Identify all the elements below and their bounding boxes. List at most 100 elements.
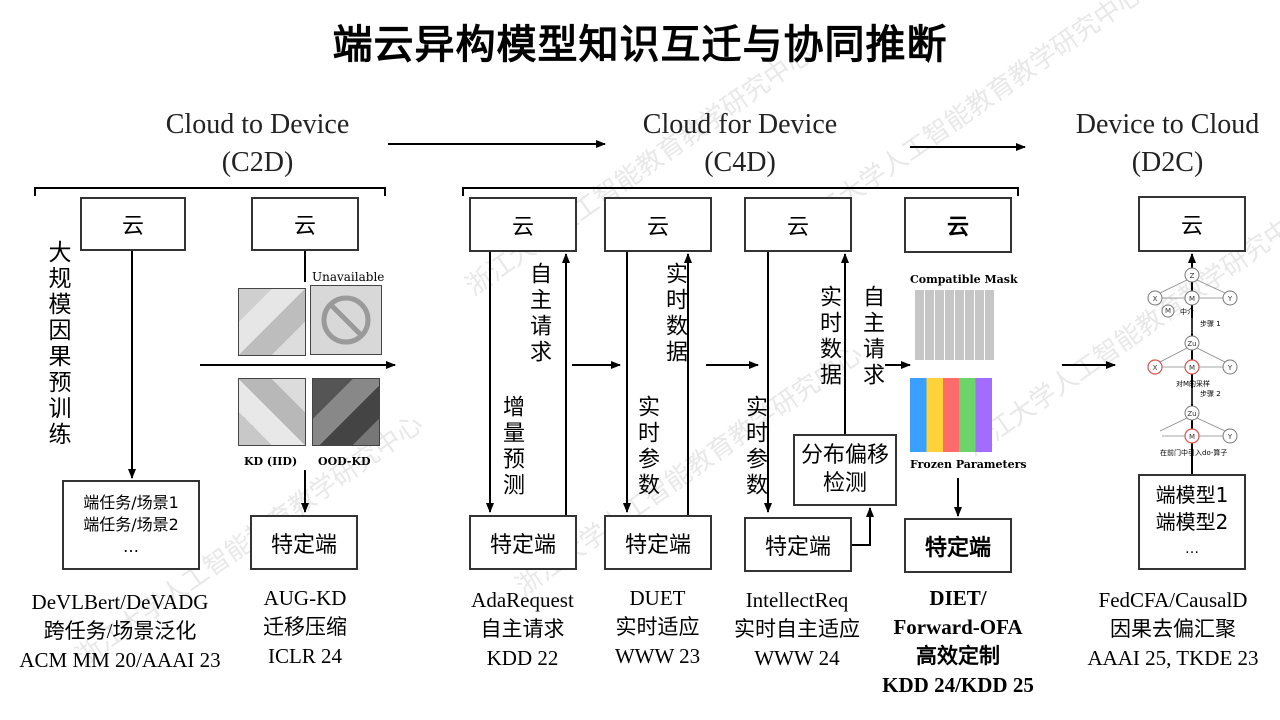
svg-text:Z: Z (1190, 272, 1195, 280)
device-model-2: 端模型2 (1155, 509, 1229, 534)
causal-formula-label: 在前门中引入do-算子 (1160, 449, 1228, 457)
duet-realtime-data: 实时数据 (662, 262, 687, 366)
svg-text:Zu: Zu (1187, 340, 1196, 348)
device-box-augkd: 特定端 (250, 515, 358, 570)
ood-images (312, 378, 380, 446)
device-box-duet: 特定端 (604, 515, 712, 570)
caption-diet-name2: Forward-OFA (893, 615, 1023, 639)
cloud-box-duet: 云 (604, 197, 712, 252)
unavailable-images (310, 285, 382, 355)
phase-c2d: Cloud to Device (C2D) (130, 106, 385, 182)
ood-kd-label: OOD-KD (318, 455, 371, 468)
cloud-box-d2c: 云 (1138, 196, 1246, 252)
device-task-2: 端任务/场景2 (83, 515, 179, 534)
caption-fedcfa: FedCFA/CausalD 因果去偏汇聚 AAAI 25, TKDE 23 (1068, 586, 1278, 673)
caption-fedcfa-name: FedCFA/CausalD (1098, 588, 1248, 612)
caption-augkd-desc: 迁移压缩 (263, 615, 347, 639)
phase-d2c: Device to Cloud (D2C) (1055, 106, 1280, 182)
svg-text:Y: Y (1227, 433, 1233, 441)
iid-images-bottom (238, 378, 306, 446)
caption-adarequest-name: AdaRequest (471, 588, 574, 612)
svg-text:M: M (1189, 364, 1195, 372)
svg-text:Zu: Zu (1187, 410, 1196, 418)
ir-realtime-params: 实时参数 (742, 395, 767, 499)
cloud-box-c2d-2: 云 (251, 197, 359, 251)
svg-text:X: X (1153, 295, 1158, 303)
phase-c4d: Cloud for Device (C4D) (610, 106, 870, 182)
caption-devlbert-desc: 跨任务/场景泛化 (43, 619, 197, 643)
duet-realtime-params: 实时参数 (634, 395, 659, 499)
causal-step2-label: 步骤 2 (1200, 390, 1221, 398)
caption-duet-name: DUET (629, 586, 686, 610)
caption-duet: DUET 实时适应 WWW 23 (595, 584, 720, 671)
phase-d2c-name: Device to Cloud (1075, 109, 1260, 140)
unavailable-label: Unavailable (312, 270, 385, 284)
causal-sample-label: 对M的采样 (1176, 380, 1211, 388)
cloud-box-adarequest: 云 (469, 197, 577, 252)
caption-diet-desc: 高效定制 (916, 644, 1000, 668)
caption-intellectreq: IntellectReq 实时自主适应 WWW 24 (722, 586, 872, 673)
cloud-box-c2d-1: 云 (80, 197, 186, 251)
causal-mid-label: 中介 (1180, 308, 1194, 316)
compatible-mask-label: Compatible Mask (910, 273, 1018, 286)
ada-autonomous-request: 自主请求 (526, 262, 551, 366)
drift-detect-label: 分布偏移检测 (801, 443, 890, 496)
caption-diet-venue: KDD 24/KDD 25 (882, 673, 1034, 697)
caption-augkd-venue: ICLR 24 (267, 644, 343, 668)
svg-text:Y: Y (1227, 364, 1233, 372)
caption-diet: DIET/ Forward-OFA 高效定制 KDD 24/KDD 25 (868, 584, 1048, 700)
frozen-params-label: Frozen Parameters (910, 458, 1027, 471)
caption-adarequest-desc: 自主请求 (480, 617, 565, 641)
blocked-icon (321, 295, 371, 345)
compatible-mask-grid (915, 290, 995, 360)
drift-detect-box: 分布偏移检测 (793, 434, 897, 506)
caption-adarequest: AdaRequest 自主请求 KDD 22 (450, 586, 595, 673)
phase-c4d-name: Cloud for Device (642, 109, 838, 140)
ir-autonomous-request: 自主请求 (859, 285, 884, 389)
cloud-box-diet: 云 (904, 197, 1012, 253)
causal-graph: Z X M Y M Zu X M Y Zu M Y (1147, 267, 1238, 444)
device-model-1: 端模型1 (1155, 482, 1229, 507)
ada-incremental-predict: 增量预测 (499, 395, 524, 499)
pretrain-label: 大规模因果预训练 (44, 240, 70, 448)
phase-c4d-abbr: (C4D) (704, 147, 776, 178)
device-models-box: 端模型1 端模型2 … (1138, 474, 1246, 570)
svg-text:Y: Y (1227, 295, 1233, 303)
caption-duet-venue: WWW 23 (614, 644, 701, 668)
caption-devlbert-venue: ACM MM 20/AAAI 23 (19, 648, 221, 672)
phase-d2c-abbr: (D2C) (1131, 147, 1204, 178)
svg-text:M: M (1189, 433, 1195, 441)
svg-text:X: X (1153, 364, 1158, 372)
kd-iid-label: KD (IID) (244, 455, 298, 468)
causal-step1-label: 步骤 1 (1200, 320, 1221, 328)
phase-c2d-name: Cloud to Device (165, 109, 350, 140)
caption-fedcfa-venue: AAAI 25, TKDE 23 (1087, 646, 1259, 670)
iid-images-top (238, 288, 306, 356)
caption-intellectreq-desc: 实时自主适应 (734, 617, 860, 641)
svg-text:M: M (1165, 307, 1171, 315)
device-task-more: … (123, 537, 139, 556)
caption-adarequest-venue: KDD 22 (486, 646, 559, 670)
page-title: 端云异构模型知识互迁与协同推断 (332, 22, 948, 68)
device-task-1: 端任务/场景1 (83, 493, 179, 512)
device-tasks-box: 端任务/场景1 端任务/场景2 … (62, 480, 200, 570)
caption-duet-desc: 实时适应 (615, 615, 700, 639)
caption-devlbert-name: DeVLBert/DeVADG (31, 590, 209, 614)
ir-realtime-data: 实时数据 (816, 285, 841, 389)
device-box-diet: 特定端 (904, 518, 1012, 573)
caption-devlbert: DeVLBert/DeVADG 跨任务/场景泛化 ACM MM 20/AAAI … (0, 588, 240, 675)
caption-intellectreq-venue: WWW 24 (754, 646, 840, 670)
device-model-more: … (1185, 540, 1199, 557)
device-box-intellectreq: 特定端 (744, 517, 852, 572)
device-box-adarequest: 特定端 (469, 515, 577, 570)
caption-augkd: AUG-KD 迁移压缩 ICLR 24 (240, 584, 370, 671)
svg-text:M: M (1189, 295, 1195, 303)
frozen-params-grid (910, 378, 992, 452)
caption-diet-name: DIET/ (929, 586, 987, 610)
phase-c2d-abbr: (C2D) (221, 147, 294, 178)
caption-intellectreq-name: IntellectReq (745, 588, 849, 612)
caption-fedcfa-desc: 因果去偏汇聚 (1110, 617, 1236, 641)
caption-augkd-name: AUG-KD (263, 586, 347, 610)
cloud-box-intellectreq: 云 (744, 197, 852, 252)
